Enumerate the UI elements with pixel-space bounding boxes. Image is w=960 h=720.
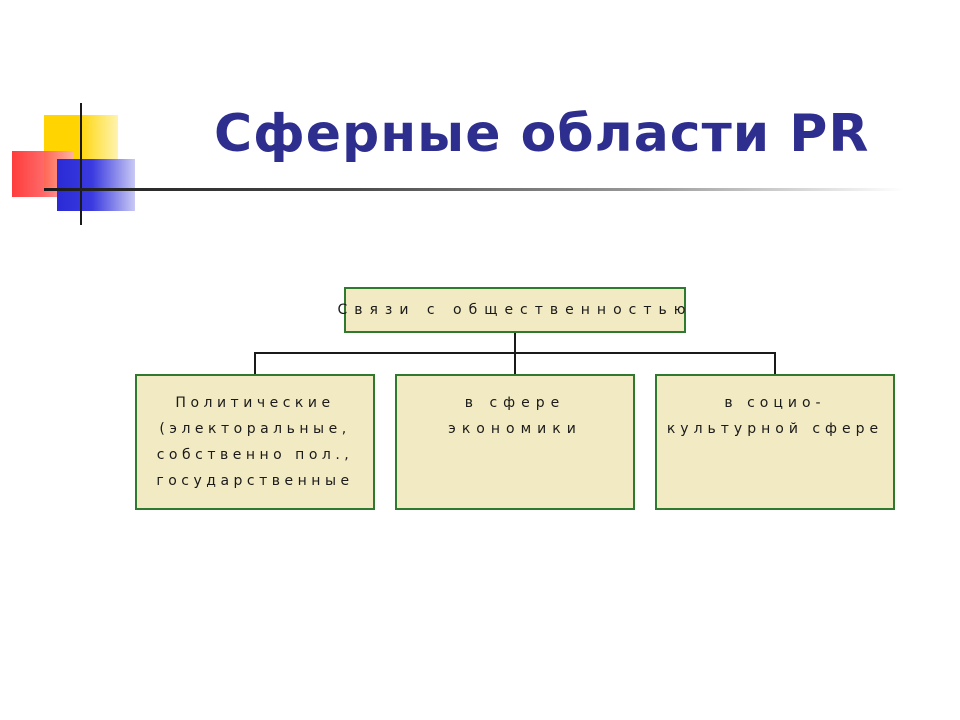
blue-square-decoration bbox=[57, 159, 135, 211]
child-node-label-line: экономики bbox=[448, 421, 582, 437]
vertical-rule-decoration bbox=[80, 103, 82, 225]
child-node-political: Политические (электоральные, собственно … bbox=[135, 374, 375, 510]
child-node-label-line: (электоральные, bbox=[159, 421, 351, 437]
child-node-sociocultural: в социо- культурной сфере bbox=[655, 374, 895, 510]
connector-right-drop bbox=[774, 352, 776, 374]
root-node-label: Связи с общественностью bbox=[337, 302, 693, 318]
child-node-label-line: культурной сфере bbox=[666, 421, 884, 437]
connector-left-drop bbox=[254, 352, 256, 374]
child-node-label-line: в сфере bbox=[464, 395, 566, 411]
child-node-label-line: собственно пол., bbox=[156, 447, 354, 463]
connector-root-stem bbox=[514, 333, 516, 353]
slide-title: Сферные области PR bbox=[214, 104, 870, 164]
child-node-label-line: государственные bbox=[156, 473, 354, 489]
child-node-economic: в сфере экономики bbox=[395, 374, 635, 510]
root-node-public-relations: Связи с общественностью bbox=[337, 287, 686, 333]
child-node-label-line: в социо- bbox=[724, 395, 826, 411]
title-underline-rule bbox=[44, 188, 904, 191]
child-node-label-line: Политические bbox=[175, 395, 335, 411]
slide-logo-decoration bbox=[0, 0, 140, 225]
connector-middle-drop bbox=[514, 352, 516, 374]
